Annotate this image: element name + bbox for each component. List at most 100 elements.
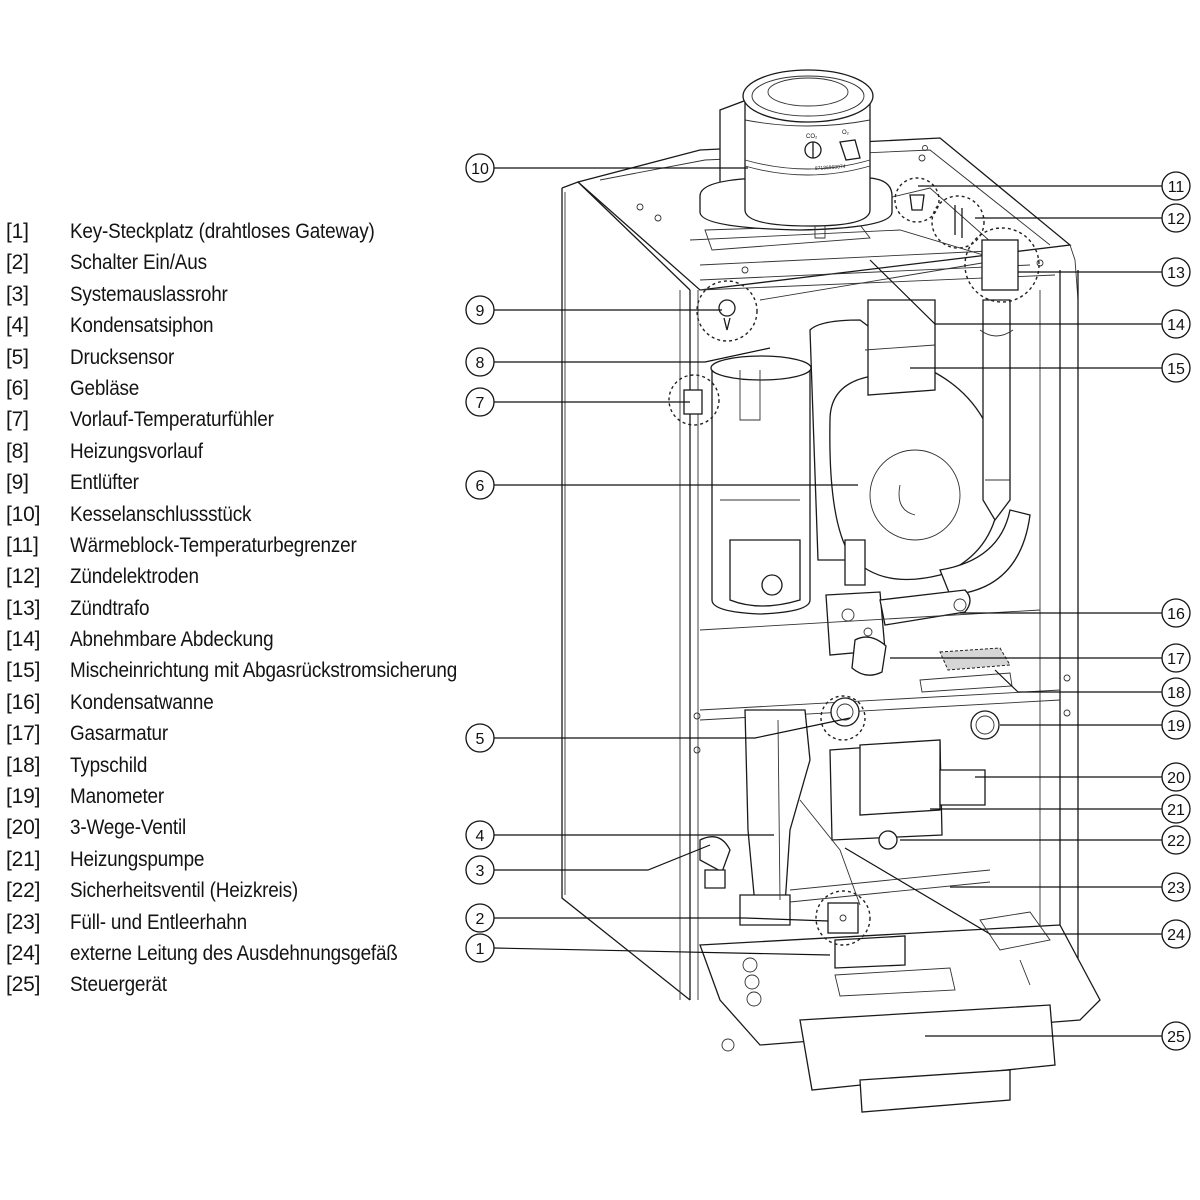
callout-number: 15 [1167, 361, 1185, 378]
legend-label: Vorlauf-Temperaturfühler [70, 408, 274, 432]
detail-circle-air-vent [696, 280, 758, 342]
legend-item: [8] Heizungsvorlauf [6, 440, 546, 471]
callout-19: 19 [1161, 710, 1191, 740]
heating-pump [829, 739, 986, 841]
legend-item: [18]Typschild [6, 754, 546, 785]
legend-number: [17] [6, 722, 41, 746]
legend-label: Manometer [70, 785, 164, 809]
legend-number: [12] [6, 565, 41, 589]
legend-label: Schalter Ein/Aus [70, 251, 207, 275]
callout-4: 4 [465, 820, 495, 850]
legend-item: [25]Steuergerät [6, 973, 546, 1004]
o2-label: O₂ [842, 130, 850, 136]
callout-18: 18 [1161, 677, 1191, 707]
callout-1: 1 [465, 933, 495, 963]
callout-number: 10 [471, 161, 489, 178]
legend-label: Mischeinrichtung mit Abgasrückstromsiche… [70, 659, 458, 683]
legend-label: Sicherheitsventil (Heizkreis) [70, 879, 298, 903]
legend-number: [8] [6, 439, 29, 463]
fill-drain-tap [789, 869, 991, 903]
callout-25: 25 [1161, 1021, 1191, 1051]
callout-number: 18 [1167, 685, 1185, 702]
detail-circle-ignition-electrodes [931, 195, 985, 249]
legend-item: [5]Drucksensor [6, 346, 546, 377]
legend-item: [23] Füll- und Entleerhahn [6, 911, 546, 942]
callout-number: 19 [1167, 718, 1185, 735]
legend-item: [2] Schalter Ein/Aus [6, 251, 546, 282]
legend-label: Kondensatsiphon [70, 314, 214, 338]
callout-number: 16 [1167, 606, 1185, 623]
legend-item: [19] Manometer [6, 785, 546, 816]
legend-number: [22] [6, 879, 41, 903]
callout-2: 2 [465, 903, 495, 933]
detail-circle-switch [815, 890, 871, 946]
condensate-siphon [699, 709, 861, 926]
legend-label: Systemauslassrohr [70, 282, 228, 306]
legend-label: externe Leitung des Ausdehnungsgefäß [70, 941, 398, 965]
legend-number: [4] [6, 314, 29, 338]
legend-item: [16]Kondensatwanne [6, 691, 546, 722]
leader-lines [493, 167, 1162, 1037]
legend-item: [11]Wärmeblock-Temperaturbegrenzer [6, 534, 546, 565]
callout-12: 12 [1161, 203, 1191, 233]
legend-number: [23] [6, 910, 41, 934]
legend-number: [14] [6, 628, 41, 652]
casing-side-panel [561, 181, 691, 1001]
legend-label: Füll- und Entleerhahn [70, 910, 247, 934]
legend-number: [9] [6, 471, 29, 495]
callout-14: 14 [1161, 309, 1191, 339]
legend-item: [7] Vorlauf-Temperaturfühler [6, 408, 546, 439]
callout-24: 24 [1161, 919, 1191, 949]
casing-front-frame [679, 270, 1079, 1000]
callout-21: 21 [1161, 794, 1191, 824]
callout-number: 6 [476, 478, 485, 495]
legend-label: Drucksensor [70, 345, 175, 369]
legend-label: Gasarmatur [70, 722, 168, 746]
component-legend: [1]Key-Steckplatz (drahtloses Gateway) [… [6, 220, 546, 1005]
callout-6: 6 [465, 470, 495, 500]
flue-adapter: CO₂ O₂ 87186868874 [699, 69, 893, 239]
legend-number: [10] [6, 502, 41, 526]
callout-number: 2 [476, 911, 485, 928]
legend-number: [25] [6, 973, 41, 997]
callout-number: 7 [476, 395, 485, 412]
key-slot [834, 935, 906, 969]
legend-number: [3] [6, 282, 29, 306]
o2-test-knob [839, 139, 861, 161]
legend-number: [7] [6, 408, 29, 432]
legend-label: Heizungsvorlauf [70, 439, 203, 463]
legend-item: [17] Gasarmatur [6, 722, 546, 753]
legend-number: [2] [6, 251, 29, 275]
gas-valve [825, 539, 887, 676]
legend-label: Kesselanschlussstück [70, 502, 252, 526]
legend-number: [6] [6, 376, 29, 400]
callout-11: 11 [1161, 171, 1191, 201]
legend-number: [18] [6, 753, 41, 777]
type-label [919, 647, 1013, 693]
legend-number: [19] [6, 785, 41, 809]
callout-number: 1 [476, 941, 485, 958]
legend-item: [21]Heizungspumpe [6, 848, 546, 879]
callout-8: 8 [465, 347, 495, 377]
callout-13: 13 [1161, 257, 1191, 287]
pressure-sensor [830, 697, 860, 727]
legend-item: [3] Systemauslassrohr [6, 283, 546, 314]
callout-7: 7 [465, 387, 495, 417]
legend-item: [12]Zündelektroden [6, 565, 546, 596]
control-unit [699, 911, 1101, 1113]
detail-circle-temp-limiter [894, 177, 940, 223]
legend-item: [6] Gebläse [6, 377, 546, 408]
legend-number: [15] [6, 659, 41, 683]
legend-item: [10] Kesselanschlussstück [6, 503, 546, 534]
callout-5: 5 [465, 723, 495, 753]
mixing-unit-pipe [939, 299, 1031, 596]
safety-valve [878, 830, 898, 850]
legend-number: [21] [6, 847, 41, 871]
legend-item: [15] Mischeinrichtung mit Abgasrückstroms… [6, 659, 546, 690]
callout-number: 8 [476, 355, 485, 372]
legend-item: [22] Sicherheitsventil (Heizkreis) [6, 879, 546, 910]
legend-label: Gebläse [70, 376, 140, 400]
callout-number: 13 [1167, 265, 1185, 282]
callout-9: 9 [465, 295, 495, 325]
